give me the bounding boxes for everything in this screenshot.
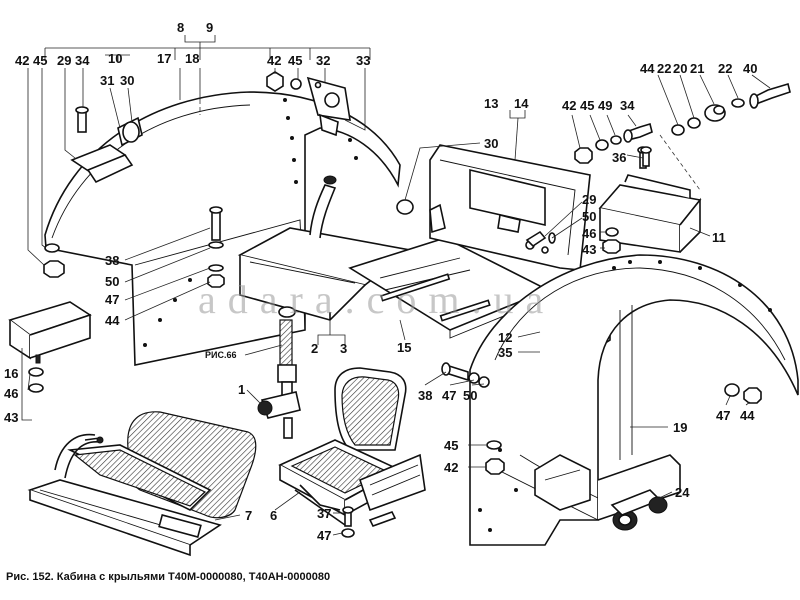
left-fender <box>44 91 401 366</box>
callout: 16 <box>4 366 18 381</box>
callout: 30 <box>120 73 134 88</box>
callout: 31 <box>100 73 114 88</box>
callout: 32 <box>316 53 330 68</box>
callout: 42 <box>444 460 458 475</box>
callout: 40 <box>743 61 757 76</box>
platform-15 <box>348 237 550 339</box>
callout: 14 <box>514 96 529 111</box>
bolt-stack-38 <box>207 206 225 288</box>
callout: 17 <box>157 51 171 66</box>
callout: 33 <box>356 53 370 68</box>
bolt-37 <box>341 506 397 538</box>
fender-holes <box>143 98 358 347</box>
callout: 15 <box>397 340 411 355</box>
callout: 44 <box>105 313 120 328</box>
figure-caption: Рис. 152. Кабина с крыльями Т40М-0000080… <box>6 571 330 583</box>
bolt-set-34 <box>574 122 653 167</box>
callout: 34 <box>620 98 635 113</box>
callout: 49 <box>598 98 612 113</box>
watermark: a d a r a . c o m . u a <box>198 277 544 322</box>
bolt-set-40 <box>671 82 791 136</box>
callout: 2 <box>311 341 318 356</box>
callout: 45 <box>288 53 302 68</box>
callout: 34 <box>75 53 90 68</box>
callout: 29 <box>57 53 71 68</box>
callout: 42 <box>15 53 29 68</box>
right-fender-holes <box>478 260 772 532</box>
callout: 45 <box>444 438 458 453</box>
armrest-16 <box>8 301 92 393</box>
callout: 1 <box>238 382 245 397</box>
mount-24 <box>610 489 668 531</box>
callout: 3 <box>340 341 347 356</box>
callout: 46 <box>582 226 596 241</box>
nut-pair-47-44 <box>724 383 762 404</box>
callout: 45 <box>33 53 47 68</box>
seat-6 <box>278 367 426 526</box>
callout: 30 <box>484 136 498 151</box>
bracket-29 <box>70 106 143 184</box>
callout: 11 <box>712 230 726 245</box>
callout: 13 <box>484 96 498 111</box>
callout: 43 <box>582 242 596 257</box>
callout: 21 <box>690 61 704 76</box>
callout: 47 <box>317 528 331 543</box>
seat-7 <box>27 411 257 557</box>
callout: 50 <box>105 274 119 289</box>
callout: 24 <box>675 485 690 500</box>
callout: 47 <box>442 388 456 403</box>
callout: 35 <box>498 345 512 360</box>
callout: 22 <box>657 61 671 76</box>
callout: 42 <box>267 53 281 68</box>
valve-1 <box>257 306 301 439</box>
figure-reference: РИС.66 <box>205 350 236 360</box>
callout: 38 <box>418 388 432 403</box>
callout: 9 <box>206 20 213 35</box>
callout: 44 <box>740 408 755 423</box>
callout: 12 <box>498 330 512 345</box>
nut-42-left <box>43 243 65 278</box>
callout-labels: 8 9 42 45 29 34 10 31 30 17 18 42 45 32 … <box>4 20 757 543</box>
callout: 19 <box>673 420 687 435</box>
callout: 45 <box>580 98 594 113</box>
callout: 42 <box>562 98 576 113</box>
callout: 8 <box>177 20 184 35</box>
callout: 7 <box>245 508 252 523</box>
callout: 44 <box>640 61 655 76</box>
callout: 47 <box>716 408 730 423</box>
callout: 37 <box>317 506 331 521</box>
callout: 36 <box>612 150 626 165</box>
callout: 50 <box>463 388 477 403</box>
callout: 29 <box>582 192 596 207</box>
leader-lines <box>21 35 771 536</box>
callout: 47 <box>105 292 119 307</box>
callout: 18 <box>185 51 199 66</box>
callout: 20 <box>673 61 687 76</box>
right-fender <box>469 254 799 546</box>
callout: 6 <box>270 508 277 523</box>
callout: 38 <box>105 253 119 268</box>
bolt-set-29 <box>525 227 621 254</box>
callout: 43 <box>4 410 18 425</box>
callout: 46 <box>4 386 18 401</box>
callout: 22 <box>718 61 732 76</box>
nut-pair-45-42 <box>485 440 505 475</box>
callout: 50 <box>582 209 596 224</box>
callout: 10 <box>108 51 122 66</box>
